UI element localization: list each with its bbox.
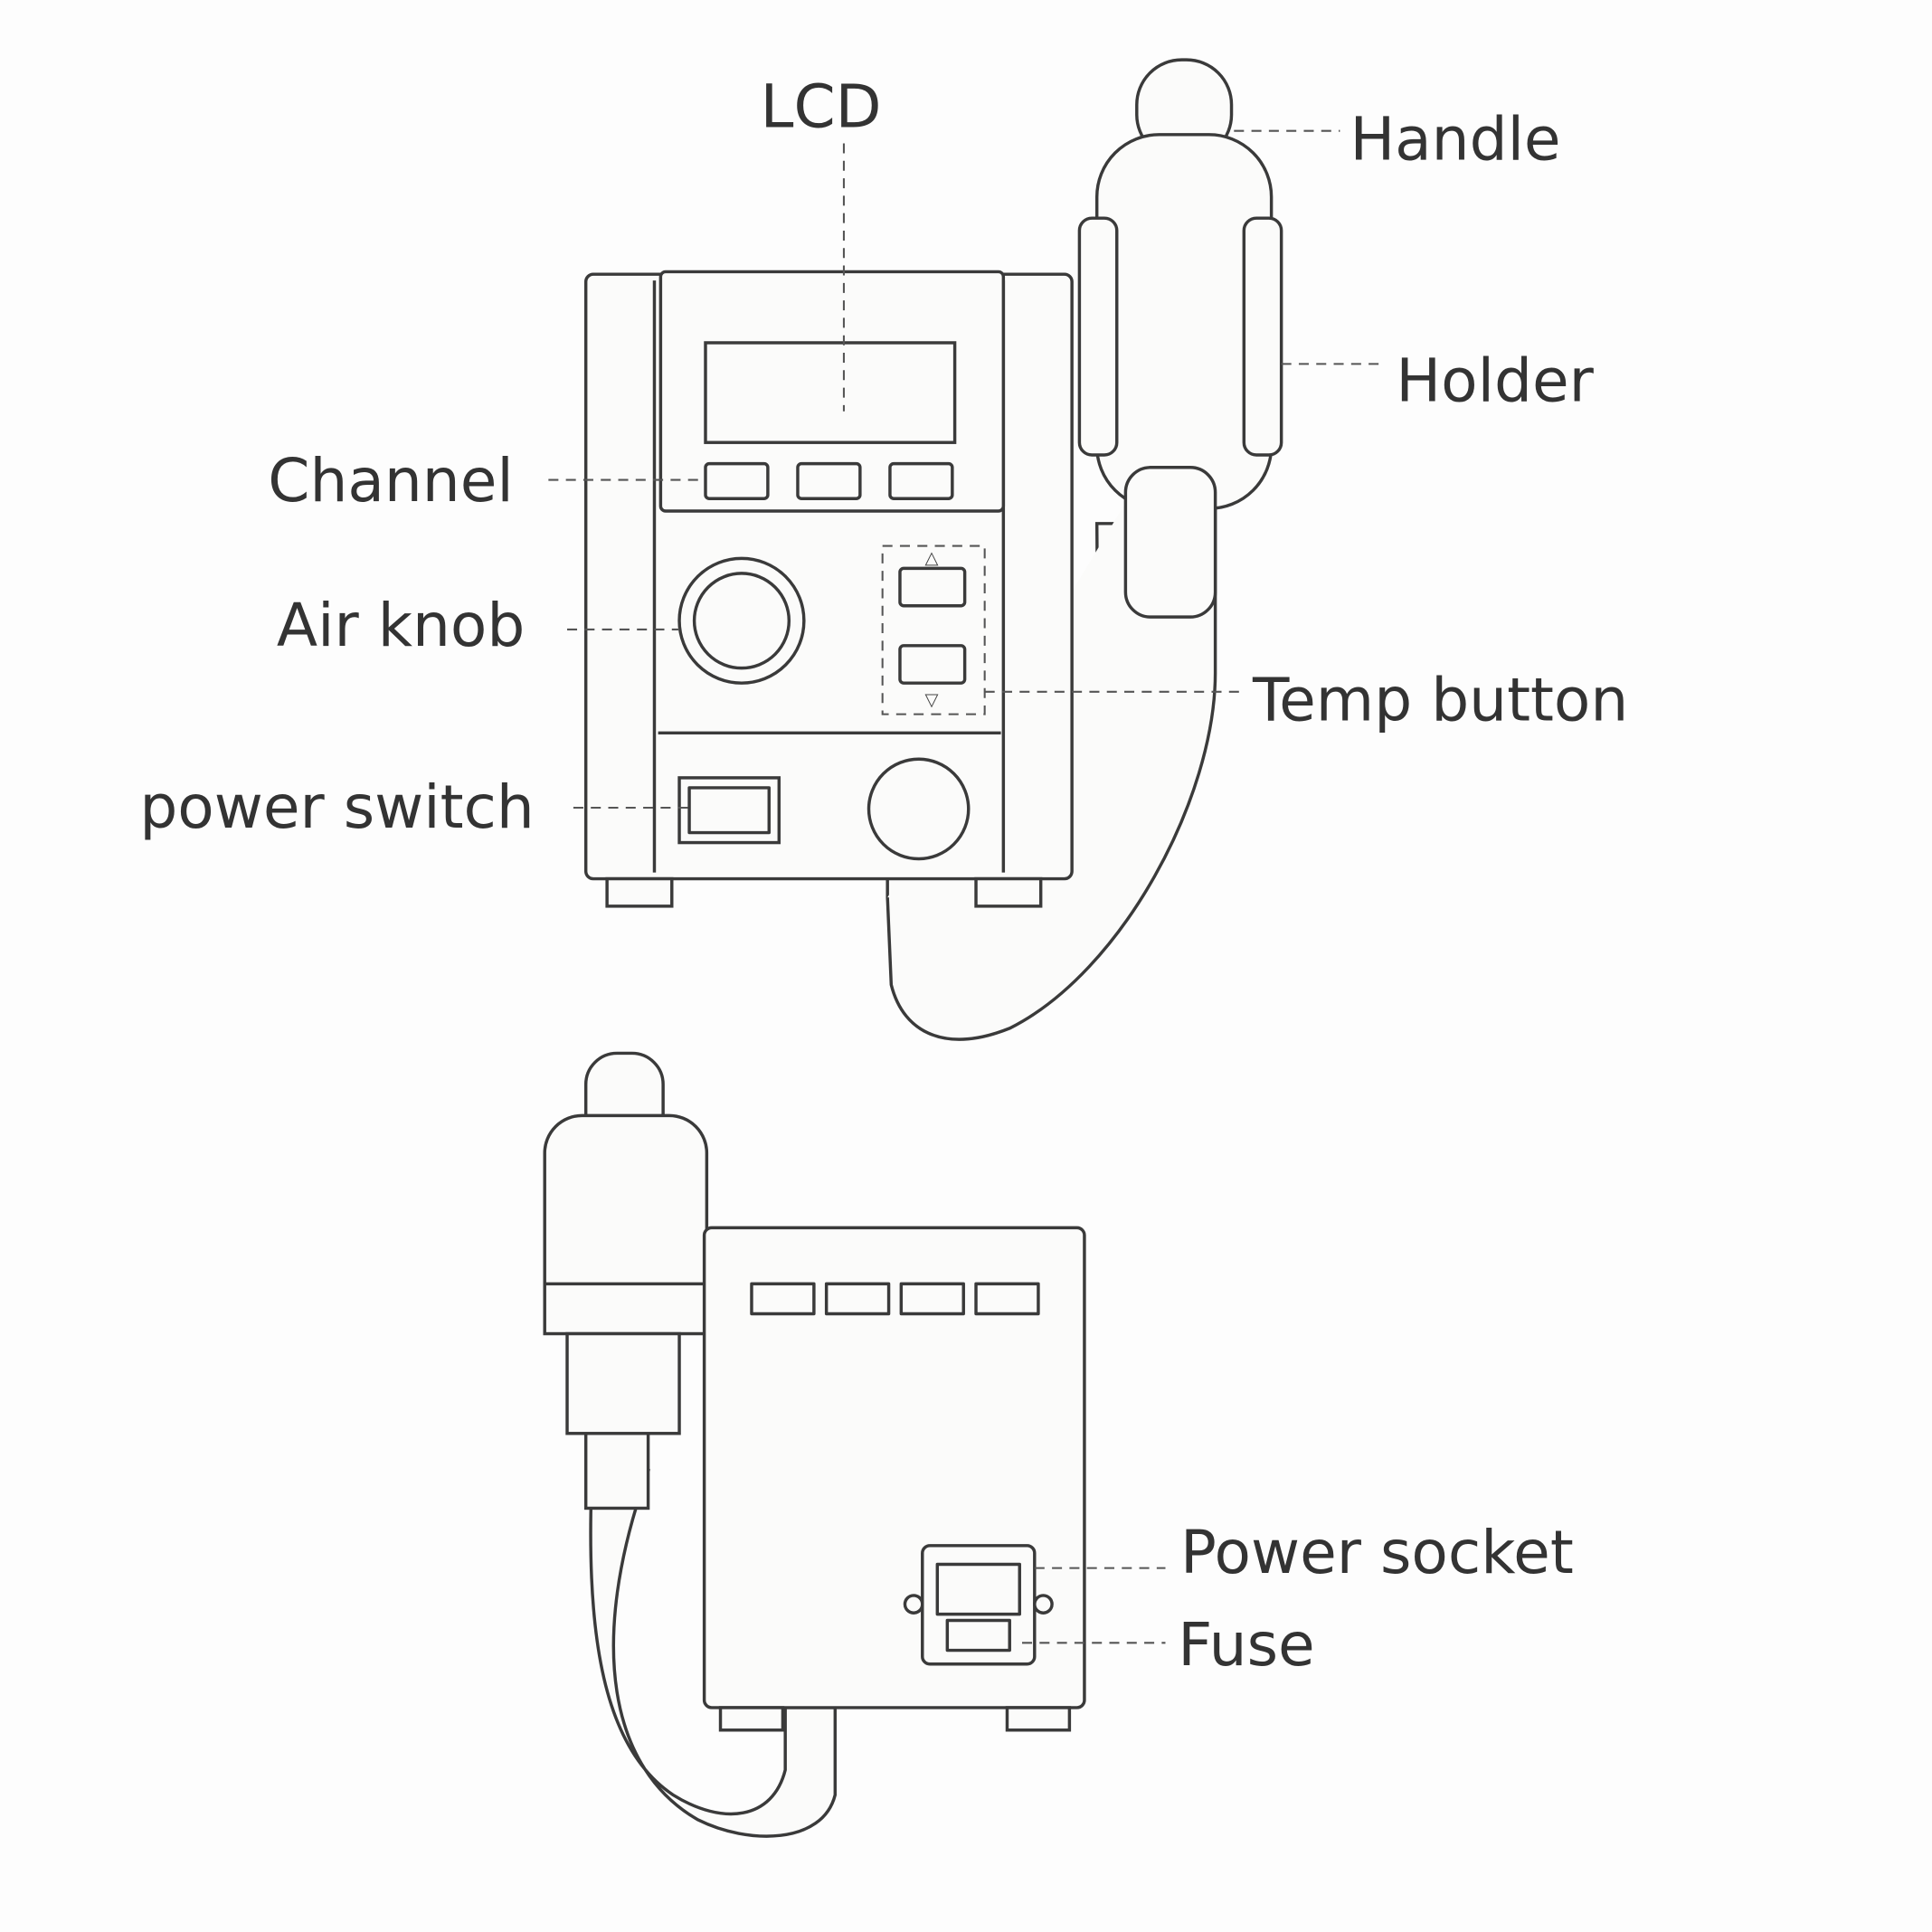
- holder-left: [1077, 216, 1119, 457]
- down-arrow-icon: ▽: [925, 691, 939, 710]
- lcd-screen: [704, 341, 957, 444]
- front-view-station: △ ▽: [583, 58, 1283, 1041]
- label-temp-button: Temp button: [1252, 666, 1628, 735]
- label-channel: Channel: [268, 446, 513, 516]
- channel-button-3[interactable]: [888, 461, 954, 500]
- label-power-switch: power switch: [139, 772, 535, 842]
- foot: [605, 876, 674, 908]
- handle-body: [565, 1331, 681, 1435]
- foot: [1005, 1706, 1072, 1732]
- hose-outlet: [867, 757, 971, 861]
- vent-slots: [750, 1282, 1040, 1316]
- channel-button-1[interactable]: [704, 461, 770, 500]
- temp-down-button[interactable]: [898, 644, 967, 685]
- label-lcd: LCD: [761, 72, 882, 142]
- up-arrow-icon: △: [925, 549, 939, 568]
- label-handle: Handle: [1350, 104, 1560, 174]
- foot: [718, 1706, 785, 1732]
- label-air-knob: Air knob: [277, 591, 525, 660]
- label-holder: Holder: [1396, 346, 1594, 416]
- temp-up-button[interactable]: [898, 566, 967, 608]
- channel-button-2[interactable]: [796, 461, 862, 500]
- air-knob[interactable]: [677, 556, 806, 685]
- label-power-socket: Power socket: [1180, 1518, 1574, 1587]
- holder: [543, 1282, 709, 1336]
- label-fuse: Fuse: [1178, 1610, 1314, 1680]
- power-socket-inlet: [935, 1562, 1021, 1616]
- fuse-holder[interactable]: [945, 1618, 1011, 1653]
- foot: [974, 876, 1043, 908]
- holder-right: [1242, 216, 1283, 457]
- rear-view-station: [543, 1051, 1086, 1838]
- handle-strain-relief: [1123, 466, 1217, 619]
